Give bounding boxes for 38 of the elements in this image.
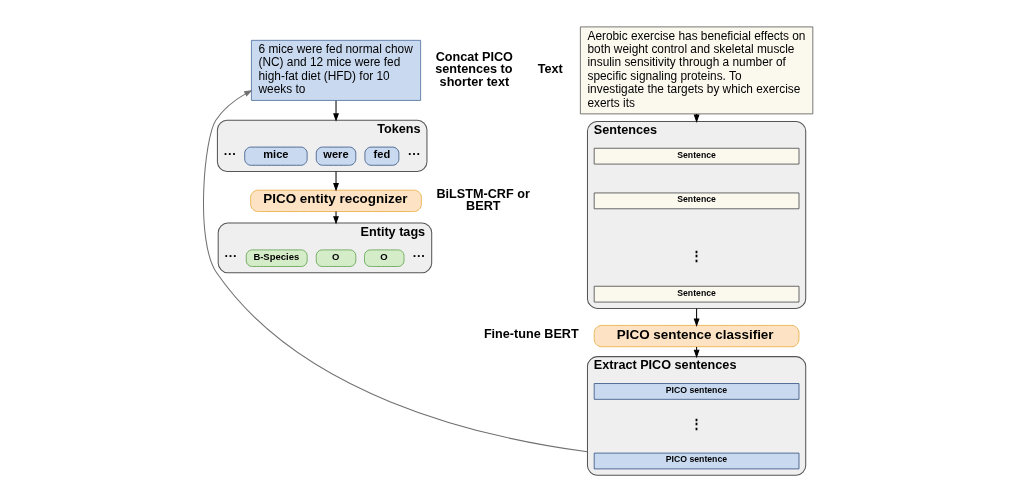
node-box: PICO sentence	[593, 452, 800, 470]
cluster	[586, 120, 807, 309]
node-box: Sentence	[593, 192, 800, 210]
cluster	[586, 356, 807, 476]
node-box: fed	[364, 146, 400, 166]
node-box: O	[315, 249, 357, 267]
node-box: 6 mice were fed normal chow (NC) and 12 mice were fed high-fat diet (HFD) for 10 weeks to	[251, 39, 422, 101]
node-label: Fine-tune BERT	[483, 327, 579, 342]
arrow	[693, 346, 700, 359]
label: ···	[412, 249, 426, 264]
node-label: Concat PICO sentences to shorter text	[435, 49, 513, 90]
label: ⋮	[690, 417, 704, 432]
node-box: PICO sentence classifier	[593, 325, 800, 348]
label: ···	[224, 249, 238, 264]
arrow	[333, 211, 339, 225]
node-label: Tokens	[377, 121, 421, 136]
node-box: B-Species	[245, 249, 308, 267]
node-label: Entity tags	[360, 224, 426, 239]
node-box: mice	[244, 146, 308, 166]
node-box: PICO sentence	[593, 383, 800, 400]
arrow	[693, 307, 700, 327]
cluster	[216, 119, 428, 173]
label: ···	[223, 147, 237, 162]
arrow	[333, 171, 339, 192]
label: ⋮	[690, 249, 704, 264]
node-label: Text	[537, 61, 563, 76]
node-box: were	[315, 146, 357, 166]
node-box: PICO entity recognizer	[250, 189, 422, 212]
node-box: Sentence	[593, 285, 800, 303]
label: ···	[407, 147, 421, 162]
arrow	[203, 90, 588, 453]
node-label: Sentences	[593, 122, 658, 137]
node-box: Sentence	[593, 147, 800, 165]
node-box: O	[364, 249, 405, 267]
cluster	[217, 222, 433, 274]
node-label: Extract PICO sentences	[593, 358, 737, 373]
node-label: BiLSTM-CRF or BERT	[436, 186, 530, 214]
arrow	[333, 100, 339, 122]
